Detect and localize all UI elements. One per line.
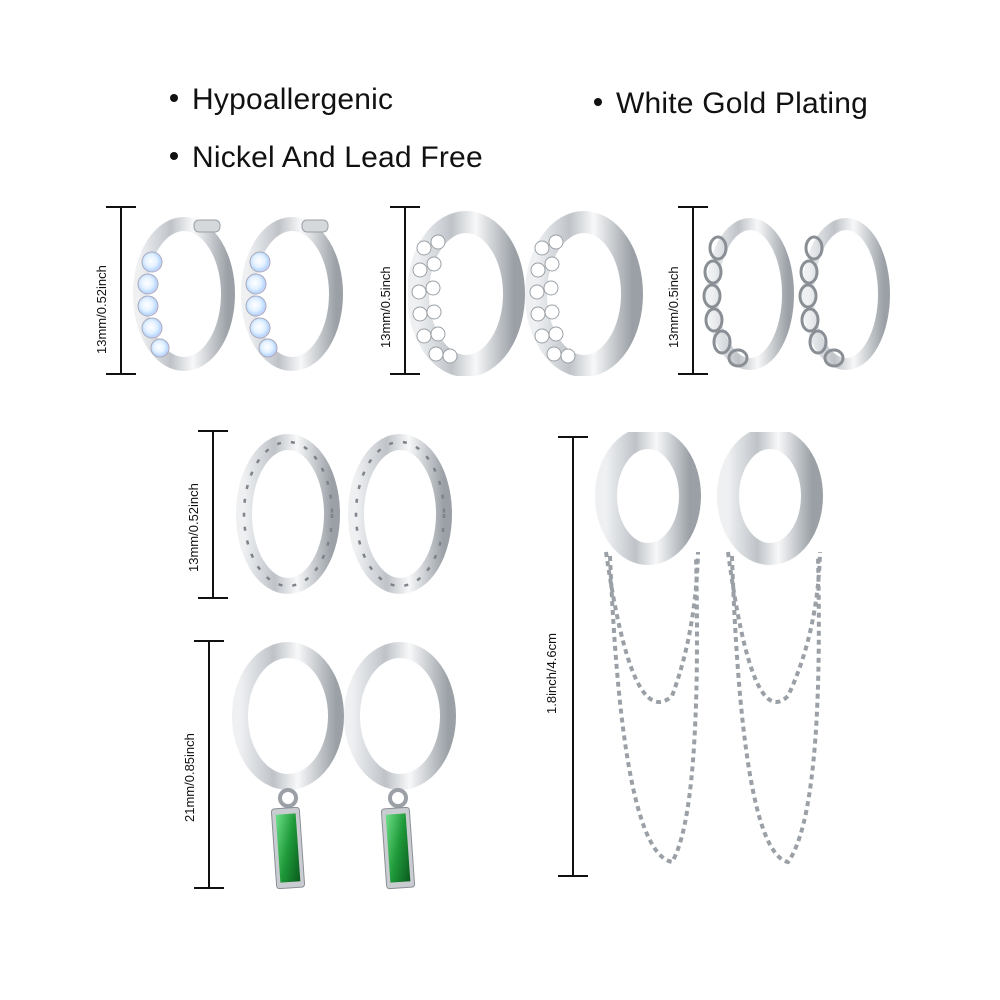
dimension-label: 13mm/0.5inch: [378, 266, 393, 348]
bullet-icon: [170, 94, 178, 103]
dimension-label: 13mm/0.5inch: [666, 266, 681, 348]
rope-hoop-left: [236, 434, 340, 594]
feature-label: White Gold Plating: [616, 87, 869, 120]
pave-hoop-right: [525, 211, 643, 376]
chain-drop-hoop-right: [717, 432, 823, 865]
dimension-label: 1.8inch/4.6cm: [544, 633, 559, 714]
product-emerald-charm-hoops: [228, 638, 458, 894]
feature-white-gold-plating: White Gold Plating: [594, 86, 868, 122]
dimension-label: 21mm/0.85inch: [182, 733, 197, 822]
product-opal-hoops: [122, 208, 352, 376]
feature-hypoallergenic: Hypoallergenic: [170, 82, 393, 118]
opal-hoop-right: [241, 217, 343, 371]
bullet-icon: [594, 98, 602, 107]
emerald-hoop-right: [344, 642, 456, 890]
curb-hoop-left: [702, 218, 794, 370]
dimension-label: 13mm/0.52inch: [94, 265, 109, 354]
rope-hoop-right: [348, 434, 452, 594]
chain-drop-hoop-left: [595, 432, 701, 865]
bullet-icon: [170, 152, 178, 161]
product-pave-hoops: [408, 208, 648, 376]
product-rope-hoops: [232, 430, 462, 600]
dimension-label: 13mm/0.52inch: [186, 483, 201, 572]
pave-hoop-left: [408, 211, 525, 376]
feature-label: Nickel And Lead Free: [192, 141, 483, 174]
feature-nickel-lead-free: Nickel And Lead Free: [170, 140, 483, 176]
feature-label: Hypoallergenic: [192, 83, 394, 116]
emerald-hoop-left: [232, 642, 344, 890]
opal-hoop-left: [133, 217, 235, 371]
curb-hoop-right: [798, 218, 890, 370]
product-curb-chain-hoops: [700, 208, 900, 376]
product-chain-drop-hoops: [592, 432, 852, 880]
